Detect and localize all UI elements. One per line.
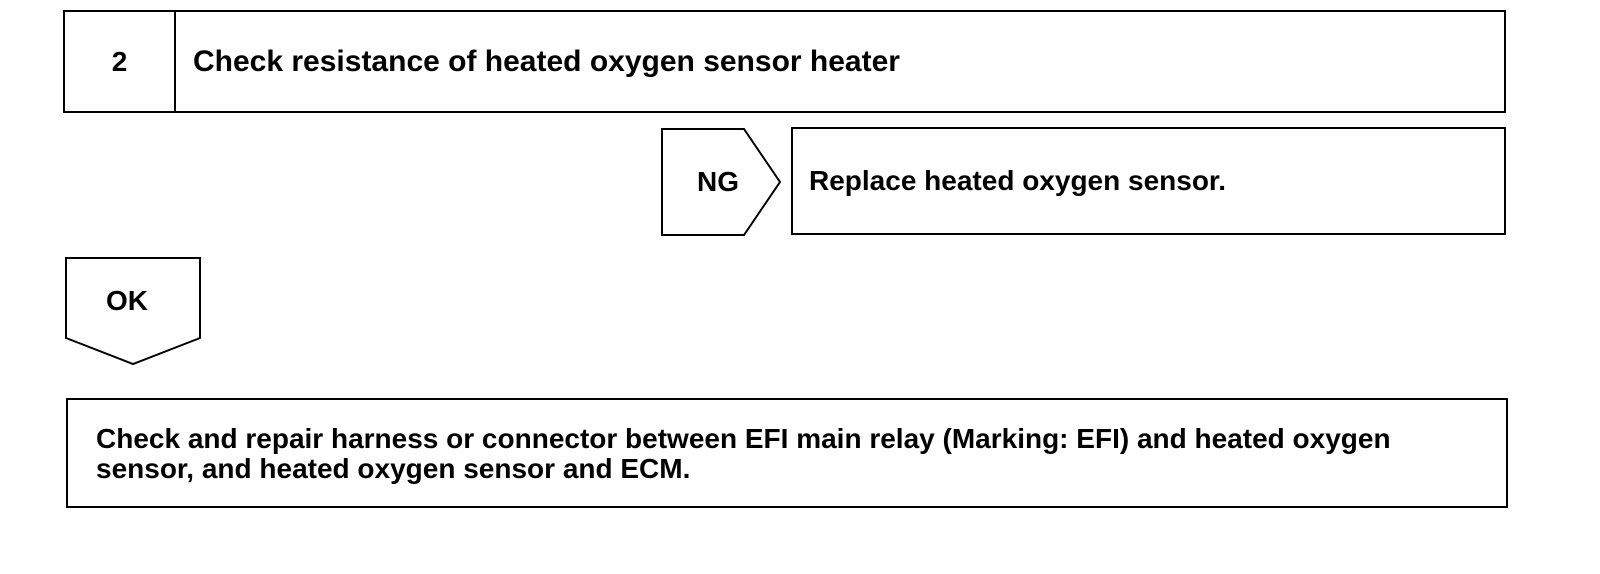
- final-action-box: Check and repair harness or connector be…: [66, 398, 1508, 508]
- ng-action-text: Replace heated oxygen sensor.: [809, 165, 1227, 196]
- step-number: 2: [65, 12, 176, 111]
- step-title: Check resistance of heated oxygen sensor…: [193, 44, 900, 78]
- ng-action-box: Replace heated oxygen sensor.: [791, 127, 1506, 235]
- ok-arrow-shape: [65, 257, 201, 366]
- step-box: 2 Check resistance of heated oxygen sens…: [63, 10, 1506, 113]
- ok-label: OK: [106, 285, 148, 316]
- final-action-text: Check and repair harness or connector be…: [96, 423, 1391, 484]
- ng-arrow-shape: [661, 128, 782, 236]
- ng-label: NG: [697, 166, 739, 197]
